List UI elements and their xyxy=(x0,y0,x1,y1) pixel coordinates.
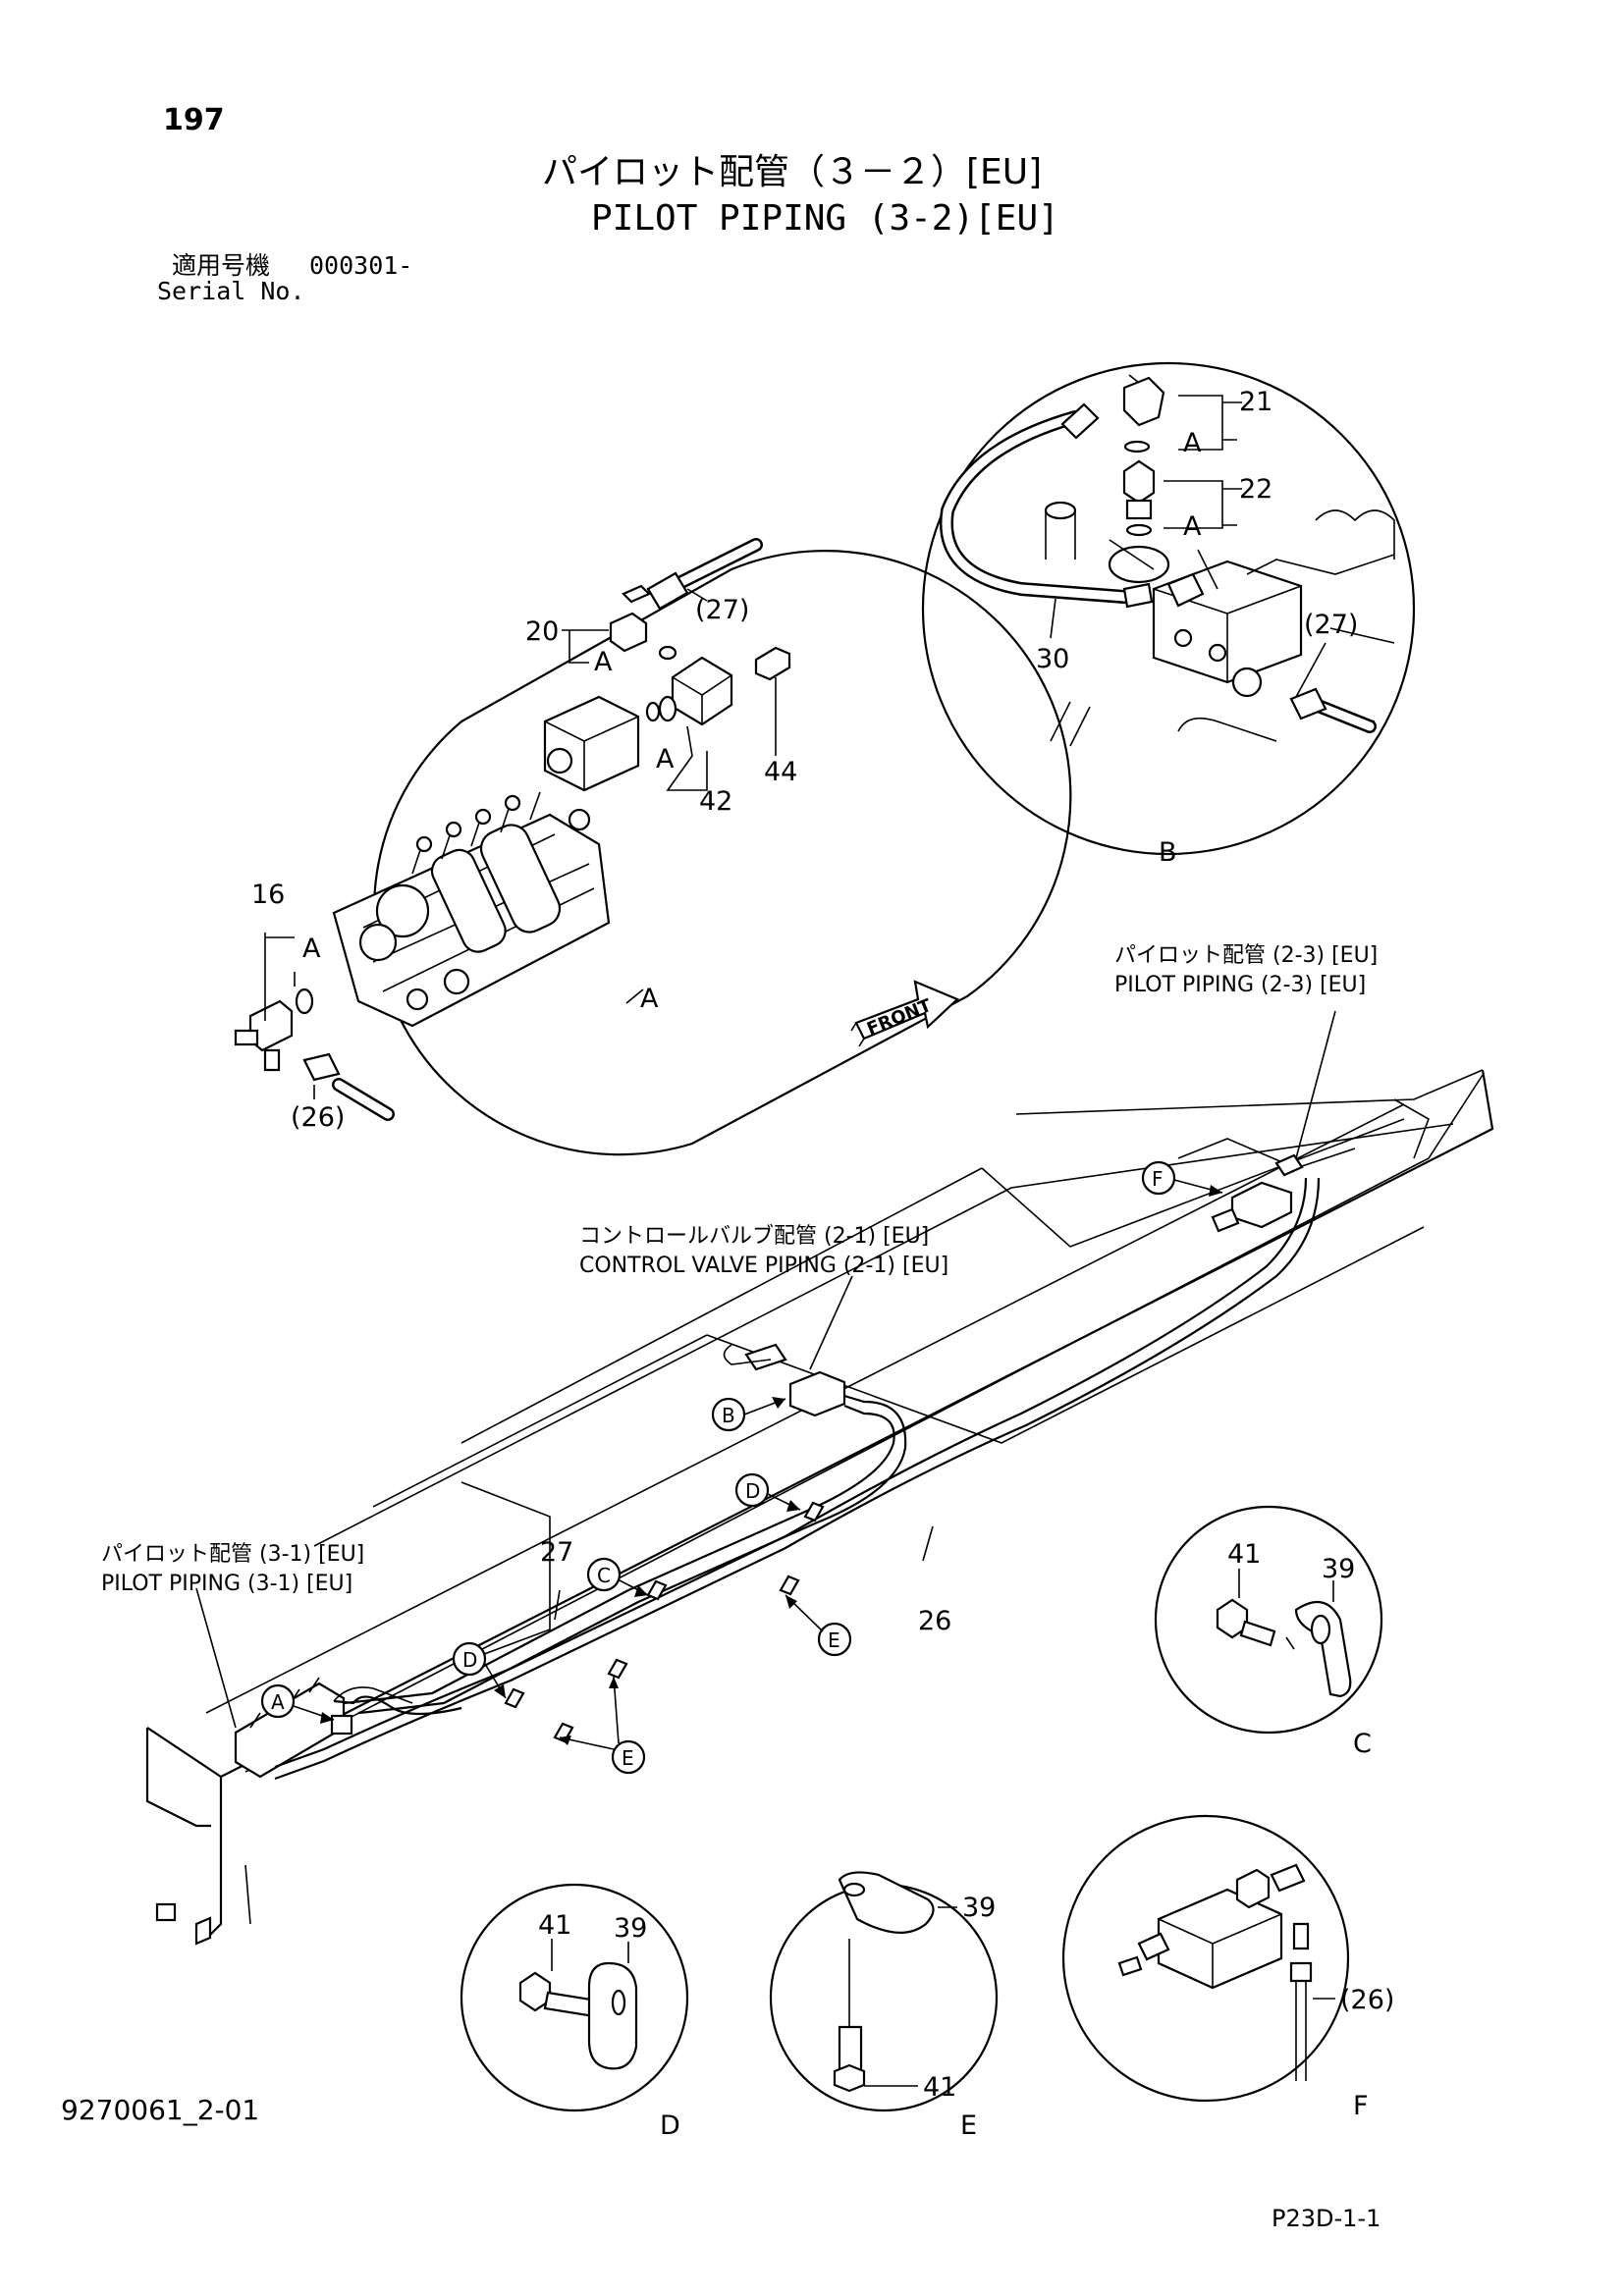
reference-labels: パイロット配管 (2-3) [EU] PILOT PIPING (2-3) [E… xyxy=(101,943,1378,1596)
part-22: 22 xyxy=(1239,474,1272,505)
label-a-seal: A xyxy=(656,744,675,774)
part-27-ref: (27) xyxy=(695,595,749,625)
label-d: D xyxy=(660,2110,680,2141)
main-view-callouts xyxy=(195,1010,1336,1775)
part-27: 27 xyxy=(540,1537,573,1568)
ref-pilot-3-1-jp: パイロット配管 (3-1) [EU] xyxy=(101,1542,364,1567)
part-21: 21 xyxy=(1239,387,1272,417)
part-39: 39 xyxy=(614,1913,647,1944)
hose-routes xyxy=(274,1177,1321,1781)
detail-c xyxy=(1154,1505,1383,1735)
part-39: 39 xyxy=(1322,1554,1355,1584)
ref-pilot-3-1-en: PILOT PIPING (3-1) [EU] xyxy=(101,1572,352,1596)
label-a-seal: A xyxy=(1183,511,1202,542)
bubble-f: F xyxy=(1152,1167,1164,1191)
label-a: A xyxy=(640,984,659,1014)
page-title-jp: パイロット配管（３－２）[EU] xyxy=(542,152,1043,192)
ref-control-valve-en: CONTROL VALVE PIPING (2-1) [EU] xyxy=(579,1254,948,1278)
ref-pilot-2-3-jp: パイロット配管 (2-3) [EU] xyxy=(1114,943,1378,968)
detail-f xyxy=(1061,1814,1350,2103)
bubble-b: B xyxy=(722,1404,735,1427)
part-26-ref: (26) xyxy=(1340,1985,1394,2015)
part-41: 41 xyxy=(1227,1539,1261,1570)
bubble-e: E xyxy=(622,1746,634,1770)
ref-control-valve-jp: コントロールバルブ配管 (2-1) [EU] xyxy=(579,1224,929,1249)
front-arrow: FRONT xyxy=(850,980,959,1047)
page-code: P23D-1-1 xyxy=(1272,2205,1381,2232)
detail-letters: A B C D E F A A A A A A B C D D E E F xyxy=(271,428,1372,2141)
label-b: B xyxy=(1159,837,1177,868)
page-title-en: PILOT PIPING (3-2)[EU] xyxy=(591,198,1059,239)
part-39: 39 xyxy=(962,1893,996,1923)
part-26: 26 xyxy=(918,1606,951,1636)
part-27-ref: (27) xyxy=(1304,610,1358,640)
serial-value: 000301- xyxy=(309,251,413,280)
control-valve-illustration xyxy=(332,791,611,1028)
part-41: 41 xyxy=(538,1910,571,1941)
drawing-number: 9270061_2-01 xyxy=(61,2094,260,2126)
label-f: F xyxy=(1353,2091,1369,2121)
part-26-ref: (26) xyxy=(291,1102,345,1133)
label-e: E xyxy=(960,2110,977,2141)
part-20: 20 xyxy=(525,616,559,647)
bubble-d: D xyxy=(462,1648,477,1672)
bubble-e: E xyxy=(828,1629,840,1652)
detail-e xyxy=(769,1871,999,2112)
ref-pilot-2-3-en: PILOT PIPING (2-3) [EU] xyxy=(1114,973,1366,997)
part-30: 30 xyxy=(1036,644,1069,674)
label-c: C xyxy=(1353,1729,1372,1759)
label-a-seal: A xyxy=(594,647,613,677)
serial-label-en: Serial No. xyxy=(157,277,305,305)
page-number: 197 xyxy=(163,103,225,137)
detail-a xyxy=(234,538,1072,1156)
bubble-a: A xyxy=(271,1690,285,1714)
part-42: 42 xyxy=(699,786,732,817)
bubble-c: C xyxy=(597,1564,611,1587)
part-41: 41 xyxy=(923,2072,956,2103)
bubble-d: D xyxy=(745,1479,760,1503)
part-16: 16 xyxy=(251,880,285,910)
detail-b xyxy=(921,361,1416,856)
part-44: 44 xyxy=(764,757,797,787)
label-a-seal: A xyxy=(302,934,321,964)
label-a-seal: A xyxy=(1183,428,1202,458)
serial-label-jp: 適用号機 xyxy=(172,251,271,280)
part-number-labels: 20 (27) 44 42 16 (26) 21 22 30 (27) 27 2… xyxy=(251,387,1394,2103)
detail-d xyxy=(460,1883,689,2112)
machine-frame xyxy=(145,1069,1494,1946)
